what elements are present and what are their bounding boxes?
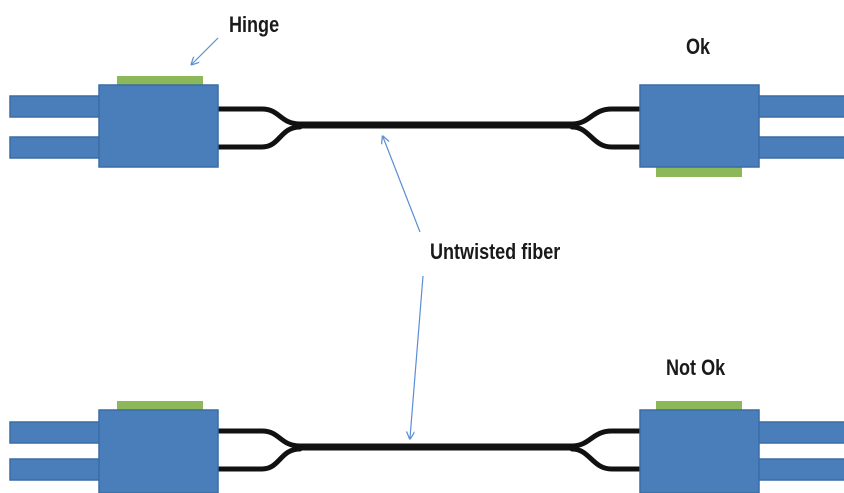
hinge-latch [656,401,742,412]
connector-body [98,84,219,168]
connector-body [639,84,760,168]
cable-ok [9,76,844,177]
connector-pin [9,136,101,159]
hinge-latch [656,166,742,177]
hinge-latch [117,76,203,87]
hinge-arrow [192,37,219,64]
fiber-ok [215,106,643,150]
annotation-arrows [192,37,424,438]
connector-body [639,409,760,493]
not-ok-label: Not Ok [666,355,726,380]
cable-not-ok [9,401,844,493]
connector-left-not-ok [9,401,219,493]
untwisted-fiber-label: Untwisted fiber [430,239,561,264]
fiber-arrow-down [410,275,424,438]
fiber-not-ok [215,428,643,472]
connector-right-not-ok [639,401,844,493]
connector-pin [9,458,101,481]
fiber-arrow-up [383,137,421,233]
connector-pin [756,95,844,118]
connector-pin [756,421,844,444]
ok-label: Ok [686,34,711,59]
hinge-label: Hinge [229,12,280,37]
connector-right-ok [639,84,844,177]
hinge-latch [117,401,203,412]
connector-pin [756,136,844,159]
connector-pin [9,95,101,118]
connector-left-ok [9,76,219,168]
connector-pin [9,421,101,444]
connector-body [98,409,219,493]
connector-pin [756,458,844,481]
